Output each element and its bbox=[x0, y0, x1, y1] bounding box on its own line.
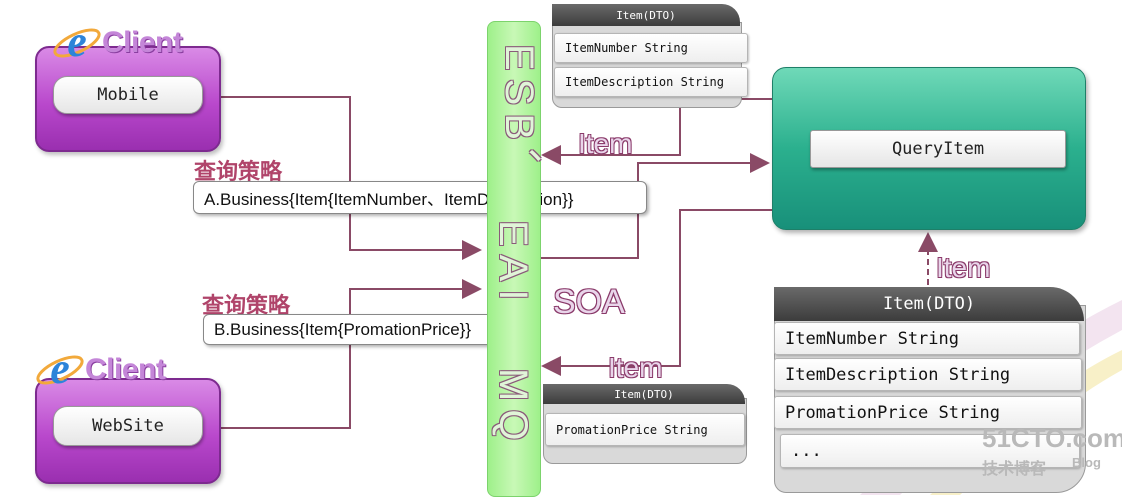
watermark-sub: 技术博客 bbox=[982, 459, 1047, 478]
dto-right-row: ... bbox=[780, 434, 1080, 468]
ie-logo-icon: e bbox=[53, 18, 101, 66]
website-label-pill: WebSite bbox=[53, 406, 203, 446]
mq-label: MQ bbox=[491, 368, 535, 449]
dto-right-header: Item(DTO) bbox=[774, 287, 1084, 321]
service-response-bottom-line bbox=[541, 209, 772, 376]
mobile-label-pill: Mobile bbox=[53, 76, 203, 114]
item-flow-label-right: Item bbox=[936, 252, 991, 283]
item-flow-label-bottom: Item bbox=[608, 352, 663, 383]
eai-label: EAI bbox=[491, 220, 535, 309]
website-eclient-text: Client bbox=[85, 353, 166, 386]
watermark-site: 51CTO.com bbox=[982, 423, 1122, 453]
website-eclient-logo: e Client bbox=[35, 345, 166, 395]
strategy-a-box: A.Business{Item{ItemNumber、ItemDescripti… bbox=[193, 181, 647, 214]
dto-bottom-row: PromationPrice String bbox=[545, 413, 745, 446]
soa-label: SOA bbox=[553, 283, 625, 321]
strategy-a-title: 查询策略 bbox=[194, 160, 283, 185]
item-flow-label-top: Item bbox=[578, 128, 633, 159]
dto-right-row: PromationPrice String bbox=[774, 396, 1082, 429]
query-item-label: QueryItem bbox=[810, 130, 1066, 168]
watermark-blog: Blog bbox=[1072, 455, 1101, 470]
dto-top-row: ItemDescription String bbox=[554, 67, 748, 97]
dto-bottom-header: Item(DTO) bbox=[543, 384, 745, 404]
dto-top-row: ItemNumber String bbox=[554, 33, 748, 63]
dto-right-row: ItemNumber String bbox=[774, 322, 1080, 355]
mobile-request-line bbox=[218, 96, 482, 260]
dto-right-row: ItemDescription String bbox=[774, 358, 1082, 391]
dto-top-header: Item(DTO) bbox=[552, 4, 740, 26]
strategy-b-box: B.Business{Item{PromationPrice}} bbox=[203, 314, 525, 345]
ie-logo-icon: e bbox=[36, 345, 84, 393]
website-request-line bbox=[218, 279, 482, 429]
svg-text:e: e bbox=[67, 18, 87, 66]
esb-label: ESB、 bbox=[497, 44, 541, 197]
svg-text:e: e bbox=[50, 345, 70, 393]
mobile-eclient-logo: e Client bbox=[52, 18, 183, 68]
mobile-eclient-text: Client bbox=[102, 26, 183, 59]
